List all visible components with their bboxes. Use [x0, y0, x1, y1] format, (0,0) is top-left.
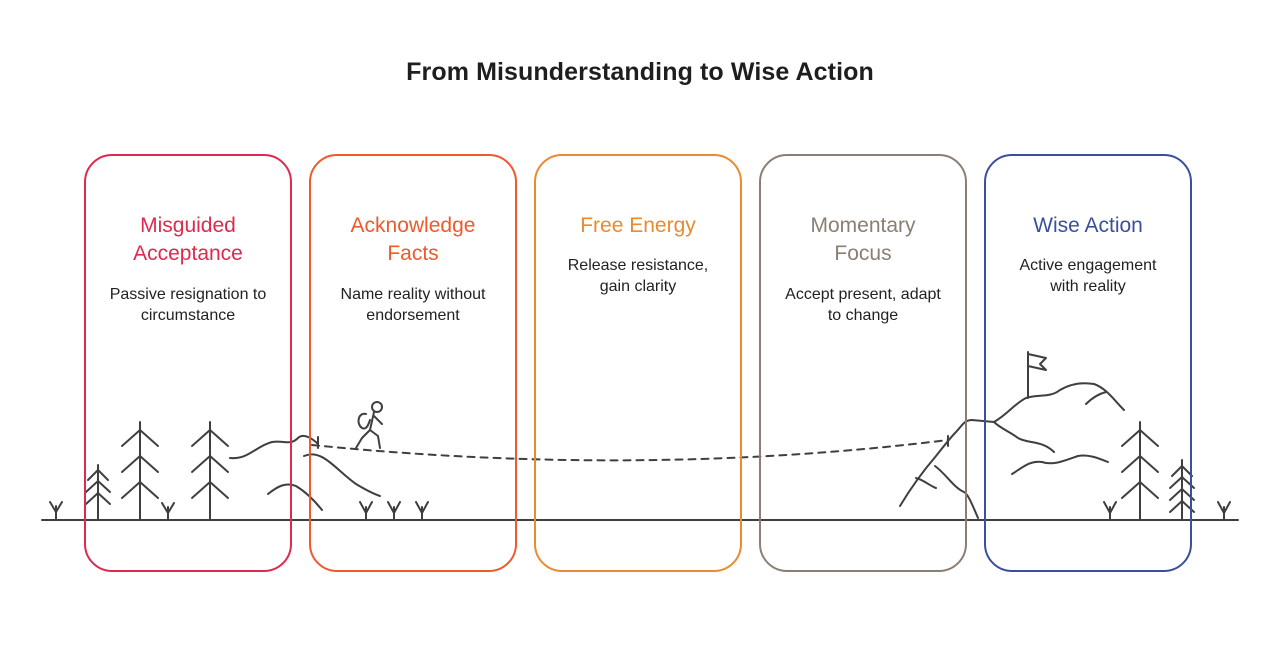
grass-icon: [1217, 501, 1231, 521]
stage-description-line: Active engagement: [1019, 257, 1157, 274]
stage-title-line: Momentary: [810, 214, 916, 237]
grass-icon: [415, 501, 429, 521]
stage-description: Release resistance, gain clarity: [542, 255, 734, 297]
stage-title-line: Misguided: [140, 214, 236, 237]
stage-description-line: gain clarity: [599, 278, 677, 295]
stage-title-line: Focus: [834, 242, 892, 265]
stage-description-line: Accept present, adapt: [785, 286, 941, 303]
stage-title-line: Acknowledge: [350, 214, 476, 237]
stage-card-wise-action: Wise Action Active engagement with reali…: [984, 154, 1192, 572]
stage-description: Passive resignation to circumstance: [92, 284, 284, 326]
stage-description: Accept present, adapt to change: [767, 284, 959, 326]
hiker-icon: [355, 401, 383, 449]
stage-description-line: Passive resignation to: [109, 286, 267, 303]
mountain-icon: [229, 434, 381, 511]
tree-icon: [191, 421, 229, 521]
mountain-icon: [899, 382, 1125, 519]
grass-icon: [161, 502, 175, 521]
stage-description-line: with reality: [1050, 278, 1126, 295]
tree-icon: [1121, 421, 1159, 521]
stage-description-line: Release resistance,: [567, 257, 709, 274]
grass-icon: [387, 501, 401, 521]
stage-card-acknowledge-facts: Acknowledge Facts Name reality without e…: [309, 154, 517, 572]
stage-title: Acknowledge Facts: [315, 212, 511, 268]
stage-title-line: Free Energy: [580, 214, 696, 237]
stage-description: Active engagement with reality: [992, 255, 1184, 297]
stage-card-momentary-focus: Momentary Focus Accept present, adapt to…: [759, 154, 967, 572]
stage-title: Wise Action: [990, 212, 1186, 240]
stage-title: Momentary Focus: [765, 212, 961, 268]
stage-card-free-energy: Free Energy Release resistance, gain cla…: [534, 154, 742, 572]
stage-description-line: Name reality without: [340, 286, 486, 303]
grass-icon: [359, 501, 373, 521]
flag-icon: [1027, 351, 1047, 399]
tree-icon: [121, 421, 159, 521]
page-title: From Misunderstanding to Wise Action: [406, 58, 874, 86]
stage-title: Misguided Acceptance: [90, 212, 286, 268]
stage-description-line: circumstance: [140, 307, 236, 324]
stage-card-misguided-acceptance: Misguided Acceptance Passive resignation…: [84, 154, 292, 572]
stage-title-line: Wise Action: [1033, 214, 1143, 237]
stage-description-line: to change: [827, 307, 899, 324]
stage-title: Free Energy: [540, 212, 736, 240]
stage-title-line: Acceptance: [133, 242, 243, 265]
stage-description-line: endorsement: [366, 307, 460, 324]
stage-description: Name reality without endorsement: [317, 284, 509, 326]
grass-icon: [1103, 501, 1117, 521]
grass-icon: [49, 501, 63, 521]
stage-title-line: Facts: [387, 242, 439, 265]
tree-icon: [85, 464, 111, 521]
dashed-path: [311, 439, 949, 462]
